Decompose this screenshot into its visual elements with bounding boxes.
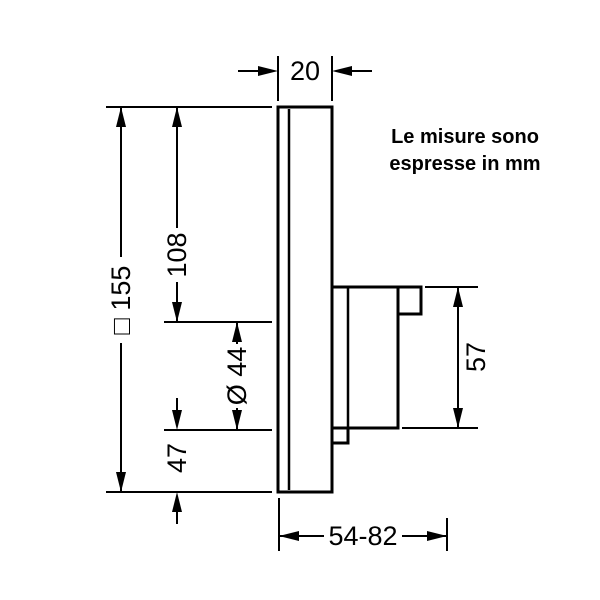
axis-to-bottom-label: 47 (162, 443, 192, 473)
dimension-handle-height (402, 286, 478, 429)
depth-range-label: 54-82 (328, 521, 397, 551)
plate (276, 105, 334, 494)
arrow-right-icon (427, 531, 447, 541)
arrow-left-icon (279, 531, 299, 541)
dimension-axis-to-bottom (172, 398, 182, 524)
arrow-up-icon (453, 287, 463, 307)
arrow-down-icon (453, 408, 463, 428)
units-note-line1: Le misure sono (391, 126, 539, 148)
arrow-down-icon (172, 410, 182, 430)
arrow-up-icon (116, 107, 126, 127)
label-background (161, 228, 193, 282)
arrow-up-icon (172, 492, 182, 512)
label-background (324, 520, 402, 552)
dimension-plate-thickness (238, 56, 372, 101)
arrow-down-icon (116, 472, 126, 492)
top-to-axis-label: 108 (162, 232, 192, 277)
arrow-up-icon (172, 107, 182, 127)
handle-cap (396, 285, 423, 316)
handle-body (330, 285, 400, 430)
arrow-down-icon (232, 410, 242, 430)
plate-thickness-label: 20 (290, 56, 320, 86)
label-background (105, 257, 137, 343)
arrow-left-icon (332, 66, 352, 76)
units-note-line2: espresse in mm (389, 153, 540, 175)
arrow-down-icon (172, 302, 182, 322)
plate-size-label: □ 155 (106, 266, 136, 335)
label-background (221, 344, 253, 408)
product-side-view (276, 105, 423, 494)
arrow-right-icon (258, 66, 278, 76)
dimension-top-to-axis (164, 107, 272, 323)
arrow-up-icon (232, 322, 242, 342)
handle-height-label: 57 (461, 342, 491, 372)
handle-diameter-label: Ø 44 (222, 347, 252, 406)
handle-tab (330, 426, 350, 445)
